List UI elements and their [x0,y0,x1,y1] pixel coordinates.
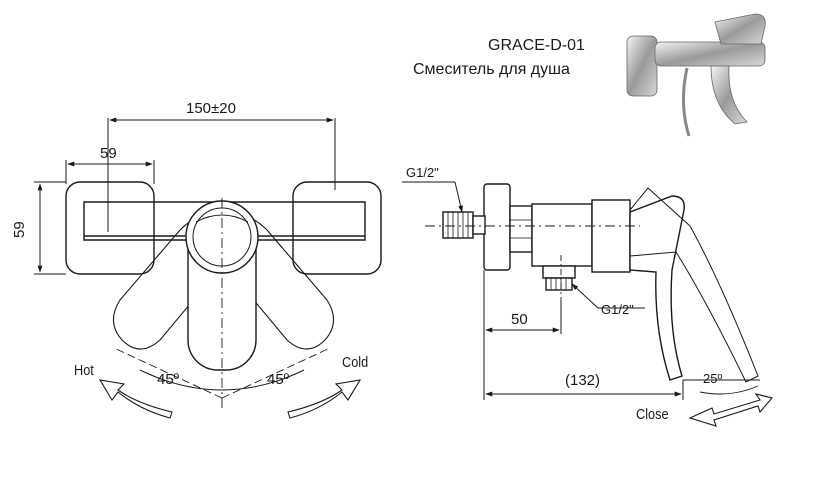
wall-flange [483,183,511,271]
inlet-thread-label: G1/2" [406,165,439,180]
width-dimension-label: 150±20 [186,100,236,117]
front-view [65,181,382,410]
total-dimension-label: (132) [565,372,601,389]
outlet-nozzle [542,265,576,279]
close-label: Close [636,406,669,423]
product-subtitle: Смеситель для душа [413,61,570,78]
hot-label: Hot [74,362,94,379]
mixer-body [531,203,593,267]
rotation-arrow-cold [287,379,362,419]
rotation-arrow-close [688,393,773,427]
central-bar [83,201,366,241]
height-dimension-label: 59 [11,221,28,238]
outlet-thread-label: G1/2" [601,302,634,317]
side-dimensions [402,181,760,400]
left-angle-label: 45º [157,371,180,388]
mixer-photo-icon [626,13,766,137]
cold-label: Cold [342,354,369,371]
right-angle-label: 45º [267,371,290,388]
lever-handle [629,195,685,381]
rotation-arrow-hot [98,379,173,419]
model-title: GRACE-D-01 [488,37,585,54]
depth-dimension-label: 50 [511,311,528,328]
lever-ghost [629,187,759,383]
union-nut [509,205,533,253]
offset-dimension-label: 59 [100,145,117,162]
side-view [425,183,759,383]
right-body-block [292,181,382,275]
left-body-block [65,181,155,275]
front-dimensions [34,117,336,275]
lever-angle-label: 25º [703,371,723,386]
